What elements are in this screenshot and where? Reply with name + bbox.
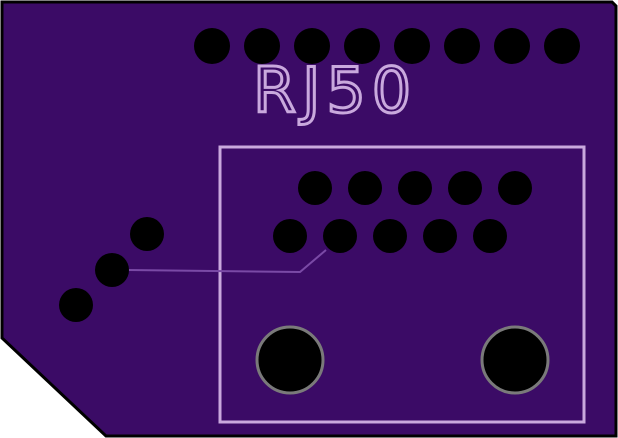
connector-pin: [323, 219, 357, 253]
header-pin: [294, 28, 330, 64]
diagonal-pad-group: [59, 217, 164, 322]
connector-pin: [373, 219, 407, 253]
header-pin-row: [194, 28, 580, 64]
silkscreen-label: RJ50: [253, 54, 417, 127]
header-pin: [444, 28, 480, 64]
connector-pin: [448, 171, 482, 205]
mounting-hole: [480, 325, 550, 395]
connector-pin-row-upper: [298, 171, 532, 205]
header-pin: [544, 28, 580, 64]
header-pin: [194, 28, 230, 64]
connector-pin: [473, 219, 507, 253]
header-pin: [494, 28, 530, 64]
connector-pin: [398, 171, 432, 205]
connector-pin: [348, 171, 382, 205]
mounting-hole: [255, 325, 325, 395]
copper-trace: [127, 249, 327, 274]
mounting-holes: [255, 325, 550, 395]
diagonal-pad: [130, 217, 164, 251]
diagonal-pad: [59, 288, 93, 322]
header-pin: [344, 28, 380, 64]
connector-pin: [298, 171, 332, 205]
connector-pin: [423, 219, 457, 253]
header-pin: [244, 28, 280, 64]
diagonal-pad: [95, 253, 129, 287]
connector-pin: [273, 219, 307, 253]
connector-pin: [498, 171, 532, 205]
connector-outline: [218, 145, 586, 424]
header-pin: [394, 28, 430, 64]
connector-pin-row-lower: [273, 219, 507, 253]
